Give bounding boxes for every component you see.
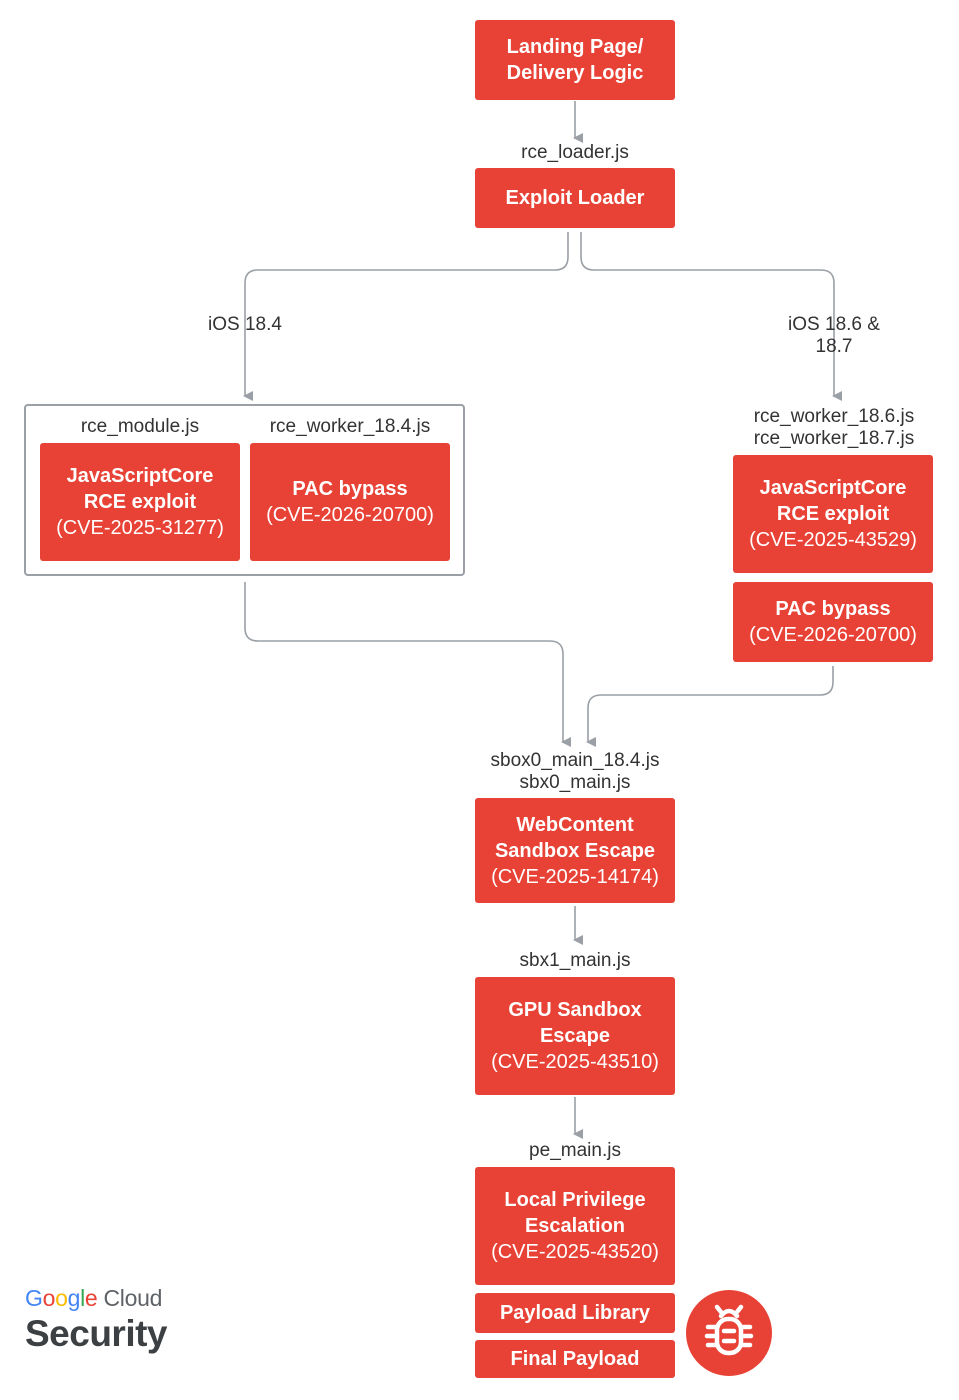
node-webcontent-sandbox-escape: WebContent Sandbox Escape (CVE-2025-1417… — [475, 798, 675, 903]
cloud-wordmark: Cloud — [103, 1285, 163, 1311]
google-cloud-security-logo: Google Cloud Security — [25, 1284, 168, 1356]
node-cve: (CVE-2025-43529) — [749, 529, 917, 551]
node-title: JavaScriptCore RCE exploit — [66, 465, 214, 513]
node-title: GPU Sandbox Escape — [508, 999, 642, 1047]
node-cve: (CVE-2026-20700) — [266, 504, 434, 526]
node-pac-bypass-18-6: PAC bypass (CVE-2026-20700) — [733, 582, 933, 662]
node-title: JavaScriptCore RCE exploit — [759, 477, 907, 525]
node-title: Local Privilege Escalation — [504, 1189, 646, 1237]
security-wordmark: Security — [25, 1313, 168, 1354]
node-title: Final Payload — [510, 1348, 640, 1370]
connector-loader-to-ios184 — [243, 232, 569, 401]
bug-icon — [686, 1290, 772, 1376]
connector-pac186-to-sbox — [586, 666, 834, 747]
node-payload-library: Payload Library — [475, 1293, 675, 1333]
label-ios-18-6-18-7: iOS 18.6 & 18.7 — [788, 314, 880, 357]
node-cve: (CVE-2025-31277) — [56, 517, 224, 539]
label-ios-18-4: iOS 18.4 — [208, 314, 282, 335]
node-local-privilege-escalation: Local Privilege Escalation (CVE-2025-435… — [475, 1167, 675, 1285]
node-landing-page: Landing Page/ Delivery Logic — [475, 20, 675, 100]
label-sbx1: sbx1_main.js — [519, 950, 631, 971]
logo-letter: l — [80, 1285, 85, 1311]
node-title: Landing Page/ Delivery Logic — [506, 36, 644, 84]
node-cve: (CVE-2025-14174) — [491, 865, 659, 888]
node-title: Exploit Loader — [505, 187, 645, 209]
node-cve: (CVE-2025-43520) — [491, 1241, 659, 1263]
node-cve: (CVE-2025-43510) — [491, 1051, 659, 1073]
bug-icon-graphic — [704, 1304, 754, 1356]
logo-letter: o — [55, 1285, 68, 1311]
node-title: PAC bypass — [775, 598, 891, 620]
node-cve: (CVE-2026-20700) — [749, 624, 917, 646]
node-gpu-sandbox-escape: GPU Sandbox Escape (CVE-2025-43510) — [475, 977, 675, 1095]
logo-letter: o — [42, 1285, 56, 1311]
label-sbox0: sbox0_main_18.4.js sbx0_main.js — [490, 750, 660, 793]
node-final-payload: Final Payload — [475, 1340, 675, 1378]
connector-loader-to-ios186 — [580, 232, 842, 401]
node-exploit-loader: Exploit Loader — [475, 168, 675, 228]
node-jsc-rce-18-6: JavaScriptCore RCE exploit (CVE-2025-435… — [733, 455, 933, 573]
label-rce-worker-18-4: rce_worker_18.4.js — [269, 416, 431, 437]
label-rce-loader: rce_loader.js — [521, 142, 629, 163]
label-rce-module: rce_module.js — [80, 416, 200, 437]
node-title: Payload Library — [499, 1302, 651, 1324]
node-jsc-rce-18-4: JavaScriptCore RCE exploit (CVE-2025-312… — [40, 443, 240, 561]
logo-letter: e — [84, 1285, 98, 1311]
connector-group184-to-sbox — [244, 582, 571, 747]
node-title: WebContent Sandbox Escape — [494, 813, 656, 862]
label-pe-main: pe_main.js — [529, 1140, 621, 1161]
logo-letter: G — [25, 1285, 43, 1311]
label-rce-worker-18-6-18-7: rce_worker_18.6.js rce_worker_18.7.js — [753, 406, 915, 449]
ios-18-4-exploit-group — [24, 404, 465, 576]
node-pac-bypass-18-4: PAC bypass (CVE-2026-20700) — [250, 443, 450, 561]
logo-letter: g — [67, 1285, 81, 1311]
node-title: PAC bypass — [292, 478, 408, 500]
google-cloud-wordmark: Google Cloud — [25, 1284, 167, 1312]
